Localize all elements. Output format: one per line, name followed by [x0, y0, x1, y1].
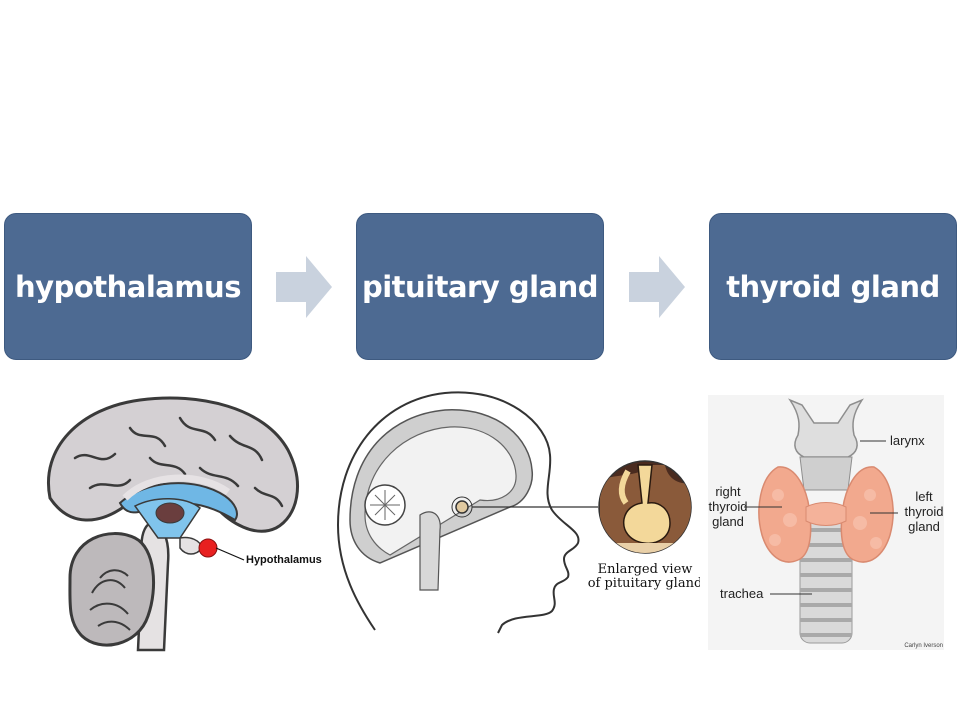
left-thyroid-label-line3: gland	[908, 519, 940, 534]
left-thyroid-label-line2: thyroid	[904, 504, 943, 519]
hypothalamus-box: hypothalamus	[4, 213, 252, 360]
pituitary-gland-box: pituitary gland	[356, 213, 604, 360]
thyroid-gland-box-label: thyroid gland	[726, 269, 940, 304]
thyroid-gland-box: thyroid gland	[709, 213, 957, 360]
arrow-right-icon	[629, 256, 685, 318]
arrow-right-icon	[276, 256, 332, 318]
brain-illustration: Hypothalamus	[47, 396, 322, 652]
pituitary-caption-line1: Enlarged view	[598, 562, 693, 577]
hypothalamus-box-label: hypothalamus	[15, 269, 241, 304]
thyroid-illustration: larynx right thyroid gland left thyroid …	[708, 395, 944, 650]
left-thyroid-label-line1: left	[915, 489, 933, 504]
hypothalamus-label: Hypothalamus	[246, 554, 322, 566]
right-thyroid-label-line1: right	[715, 484, 741, 499]
right-thyroid-label-line2: thyroid	[708, 499, 747, 514]
pituitary-caption-line2: of pituitary gland	[588, 576, 700, 591]
larynx-label: larynx	[890, 433, 925, 448]
head-pituitary-illustration: Enlarged view of pituitary gland	[336, 391, 700, 634]
right-thyroid-label-line3: gland	[712, 514, 744, 529]
hypothalamus-marker	[198, 538, 218, 558]
illustration-credit: Carlyn Iverson	[904, 643, 943, 649]
pituitary-gland-box-label: pituitary gland	[361, 269, 599, 304]
trachea-label: trachea	[720, 586, 764, 601]
